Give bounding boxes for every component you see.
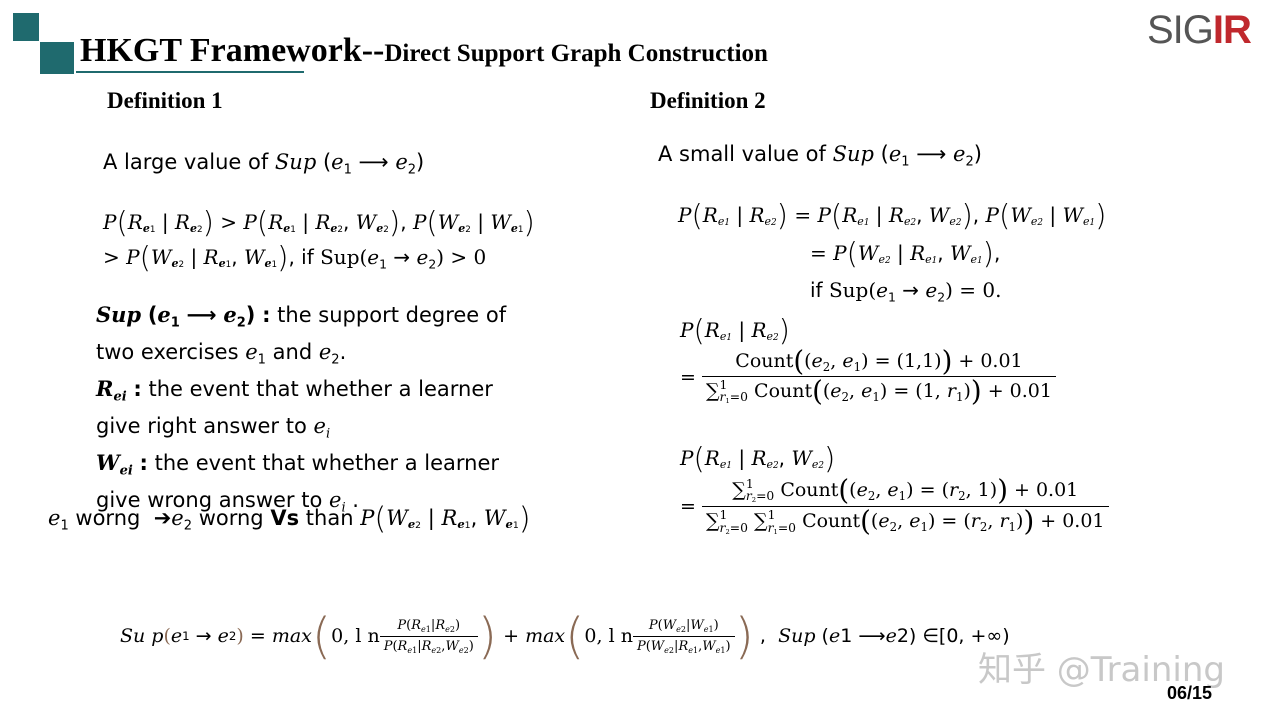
formula-p-r-given-rw-label: P(Re1 | Re2, We2): [680, 441, 836, 476]
def1-if: , if: [288, 245, 314, 269]
const-4: 0.01: [1062, 510, 1105, 533]
count-word-4: Count: [802, 510, 861, 533]
r-def-line1: Rei : the event that whether a learner: [96, 376, 493, 405]
title-sub: Direct Support Graph Construction: [384, 40, 768, 67]
logo-ir: IR: [1212, 8, 1252, 52]
compare-than: than: [305, 506, 354, 530]
const-1: 0.01: [980, 350, 1023, 372]
sup-def-line2: two exercises e1 and e2.: [96, 339, 347, 368]
sup-colon: :: [262, 303, 271, 327]
compare-vs: Vs: [270, 506, 300, 530]
sigir-logo: SIGIR: [1147, 8, 1252, 53]
def1-intro: A large value of Sup (e1 ⟶ e2): [103, 150, 425, 178]
const-2: 0.01: [1009, 380, 1052, 403]
definition-2-heading: Definition 2: [650, 88, 766, 113]
corner-square-top: [13, 13, 39, 41]
r-def-line2: give right answer to ei: [96, 413, 331, 442]
def2-equality-line3: if Sup(e1 → e2) = 0.: [810, 278, 1002, 305]
and-text: and: [272, 339, 313, 364]
w-desc-1: the event that whether a learner: [154, 451, 500, 476]
def1-intro-text: A large value of: [103, 150, 269, 174]
title-underline: [76, 71, 304, 73]
w-desc-2: give wrong answer to: [96, 487, 323, 512]
sup-range: [0, +∞): [938, 625, 1010, 647]
title-main: HKGT Framework--: [80, 32, 385, 69]
r-desc-2: give right answer to: [96, 413, 307, 438]
watermark: 知乎 @Training: [978, 650, 1225, 690]
corner-square-bottom: [40, 42, 74, 74]
formula-p-r-given-r-label: P(Re1 | Re2): [680, 313, 790, 348]
count-word-3: Count: [780, 479, 839, 502]
def2-equality-line1: P(Re1 | Re2) = P(Re1 | Re2, We2), P(We2 …: [678, 198, 1107, 233]
def2-if: if: [810, 278, 823, 302]
compare-word-2: worng: [198, 506, 264, 530]
slide-title: HKGT Framework--Direct Support Graph Con…: [80, 32, 768, 70]
r-desc-1: the event that whether a learner: [148, 377, 493, 402]
sup-desc-1: the support degree of: [277, 303, 507, 327]
sup-desc-2: two exercises: [96, 339, 239, 364]
w-def-line1: Wei : the event that whether a learner: [96, 450, 500, 479]
compare-word-1: worng: [75, 506, 141, 530]
def1-sup-def: Sup (e1 ⟶ e2) : the support degree of tw…: [96, 300, 506, 522]
count-word-2: Count: [754, 380, 813, 403]
definition-1-heading: Definition 1: [107, 88, 223, 113]
page-number: 06/15: [1167, 683, 1213, 703]
w-def-line2: give wrong answer to ei .: [96, 487, 359, 516]
def2-intro: A small value of Sup (e1 ⟶ e2): [658, 142, 982, 170]
def2-equality-line2: = P(We2 | Re1, We1),: [810, 236, 1001, 271]
count-word-1: Count: [735, 350, 794, 372]
const-3: 0.01: [1035, 479, 1079, 502]
logo-sig: SIG: [1147, 8, 1214, 52]
def1-inequality-line2: > P(We2 | Re1, We1), if Sup(e1 → e2) > 0: [103, 240, 487, 275]
def1-comparison: e1 worng ➔e2 worng Vs than P(We2 | Re1, …: [48, 501, 531, 537]
sup-def-line1: Sup (e1 ⟶ e2) : the support degree of: [96, 302, 507, 331]
def1-inequality-line1: P(Re1 | Re2) > P(Re1 | Re2, We2), P(We2 …: [103, 205, 535, 240]
def2-intro-text: A small value of: [658, 142, 826, 166]
